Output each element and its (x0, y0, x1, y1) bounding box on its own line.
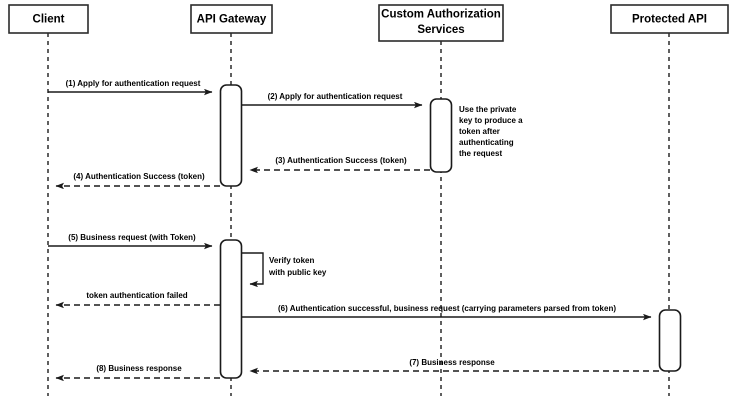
message-self-verify-token-label-line1: Verify token (269, 256, 314, 265)
message-3[interactable]: (3) Authentication Success (token) (249, 156, 430, 174)
note-line-2: key to produce a (459, 116, 523, 125)
activation-api-gateway-auth (219, 84, 243, 187)
message-6-label: (6) Authentication successful, business … (278, 304, 616, 313)
activation-custom-auth (429, 98, 453, 173)
note-line-4: authenticating (459, 138, 514, 147)
message-2-label: (2) Apply for authentication request (268, 92, 403, 101)
participant-box-client[interactable] (8, 4, 89, 34)
participant-api-gateway[interactable]: API Gateway (190, 4, 273, 34)
message-4[interactable]: (4) Authentication Success (token) (55, 172, 220, 190)
note-private-key: Use the private key to produce a token a… (459, 105, 523, 158)
message-2[interactable]: (2) Apply for authentication request (241, 92, 423, 109)
participant-box-api-gateway[interactable] (190, 4, 273, 34)
participant-label-protected-api: Protected API (632, 14, 707, 26)
participant-client[interactable]: Client (8, 4, 89, 34)
message-token-authentication-failed[interactable]: token authentication failed (55, 291, 220, 309)
message-1-label: (1) Apply for authentication request (66, 79, 201, 88)
message-8[interactable]: (8) Business response (55, 364, 220, 382)
activation-protected-api (658, 309, 682, 372)
participant-protected-api[interactable]: Protected API (610, 4, 729, 34)
message-8-label: (8) Business response (96, 364, 182, 373)
message-7[interactable]: (7) Business response (249, 358, 659, 375)
participant-box-protected-api[interactable] (610, 4, 729, 34)
participant-label-client: Client (33, 14, 65, 26)
note-line-3: token after (459, 127, 500, 136)
message-1[interactable]: (1) Apply for authentication request (48, 79, 213, 96)
message-6[interactable]: (6) Authentication successful, business … (241, 304, 652, 321)
participant-label-custom-auth-line2: Services (417, 24, 464, 36)
participant-custom-auth[interactable]: Custom Authorization Services (378, 4, 504, 42)
message-token-authentication-failed-label: token authentication failed (86, 291, 187, 300)
message-7-label: (7) Business response (409, 358, 495, 367)
message-5-label: (5) Business request (with Token) (68, 233, 196, 242)
note-line-5: the request (459, 149, 502, 158)
activation-bars (219, 84, 682, 379)
participant-label-custom-auth-line1: Custom Authorization (381, 9, 501, 21)
message-self-verify-token-line[interactable] (241, 252, 264, 288)
participant-box-custom-auth[interactable] (378, 4, 504, 42)
message-4-label: (4) Authentication Success (token) (73, 172, 205, 181)
activation-api-gateway-business (219, 239, 243, 379)
message-5[interactable]: (5) Business request (with Token) (48, 233, 213, 250)
message-self-verify-token[interactable]: Verify token with public key (241, 252, 327, 288)
message-self-verify-token-label-line2: with public key (268, 268, 327, 277)
participant-label-api-gateway: API Gateway (197, 14, 267, 26)
note-line-1: Use the private (459, 105, 517, 114)
message-3-label: (3) Authentication Success (token) (275, 156, 407, 165)
